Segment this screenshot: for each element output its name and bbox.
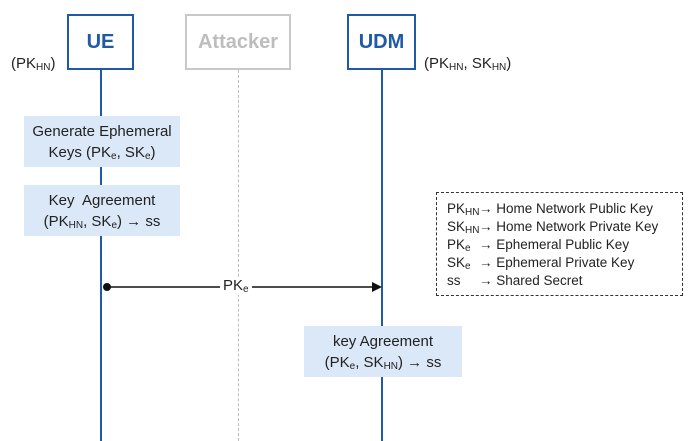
ue-key-agreement-step: Key Agreement (PKHN, SKe) → ss: [24, 185, 180, 236]
generate-keys-line1: Generate Ephemeral: [32, 122, 172, 140]
legend-row: PKHN → Home Network Public Key: [447, 201, 654, 218]
legend-row: SKe → Ephemeral Private Key: [447, 255, 635, 272]
ue-actor-label: UE: [86, 30, 115, 53]
ue-actor-box: UE: [67, 14, 134, 70]
attacker-lifeline: [238, 70, 239, 441]
ue-lifeline: [100, 70, 102, 441]
ue-key-agreement-line2: (PKHN, SKe) → ss: [43, 212, 161, 231]
generate-keys-line2: Keys (PKe, SKe): [48, 143, 156, 162]
udm-actor-label: UDM: [358, 30, 405, 53]
legend-desc: → Home Network Private Key: [479, 219, 659, 234]
legend-desc: → Ephemeral Public Key: [479, 237, 630, 252]
attacker-actor-box: Attacker: [185, 14, 291, 70]
udm-actor-box: UDM: [347, 14, 416, 70]
udm-lifeline: [381, 70, 383, 441]
udm-key-label: (PKHN, SKHN): [424, 55, 512, 73]
message-label: PKe: [220, 277, 252, 295]
message-arrow-head: [372, 282, 382, 292]
generate-keys-step: Generate Ephemeral Keys (PKe, SKe): [24, 116, 180, 167]
legend-row: PKe → Ephemeral Public Key: [447, 237, 630, 254]
attacker-actor-label: Attacker: [197, 30, 279, 53]
legend-desc: → Ephemeral Private Key: [479, 255, 635, 270]
ue-key-label: (PKHN): [11, 55, 56, 73]
udm-key-agreement-line1: key Agreement: [332, 332, 434, 350]
udm-key-agreement-step: key Agreement (PKe, SKHN) → ss: [304, 326, 462, 377]
ue-key-agreement-line1: Key Agreement: [48, 191, 156, 209]
legend-row: ss → Shared Secret: [447, 273, 583, 288]
legend-desc: → Home Network Public Key: [479, 201, 654, 216]
legend-box: PKHN → Home Network Public Key SKHN → Ho…: [436, 192, 683, 296]
udm-key-agreement-line2: (PKe, SKHN) → ss: [324, 353, 442, 372]
legend-desc: → Shared Secret: [479, 273, 583, 288]
legend-row: SKHN → Home Network Private Key: [447, 219, 659, 236]
